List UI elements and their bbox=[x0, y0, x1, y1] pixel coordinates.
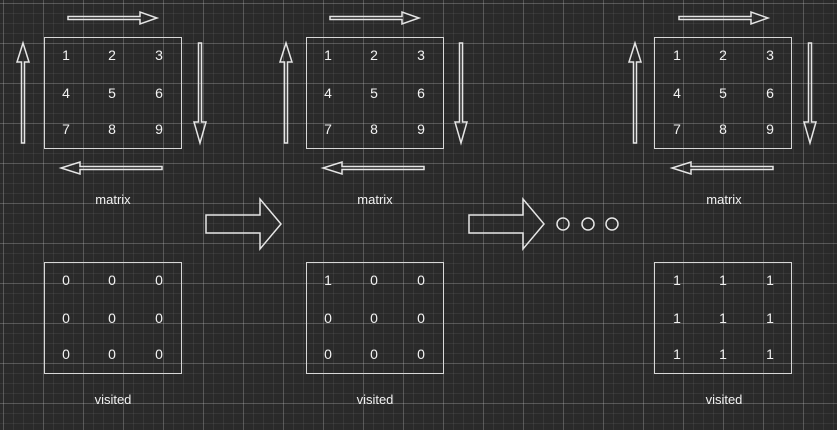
matrix-cell: 9 bbox=[766, 121, 774, 137]
visited-cell: 1 bbox=[324, 272, 332, 288]
arrow-down-icon bbox=[803, 42, 817, 146]
visited-cell: 0 bbox=[62, 272, 70, 288]
visited-cell: 0 bbox=[370, 272, 378, 288]
matrix-caption: matrix bbox=[706, 192, 742, 207]
matrix-cell: 7 bbox=[62, 121, 70, 137]
visited-cell: 0 bbox=[108, 272, 116, 288]
visited-cell: 0 bbox=[155, 310, 163, 326]
visited-cell: 0 bbox=[417, 272, 425, 288]
matrix-cell: 8 bbox=[370, 121, 378, 137]
matrix-caption: matrix bbox=[357, 192, 393, 207]
step-arrow-icon bbox=[205, 196, 282, 252]
visited-cell: 1 bbox=[719, 346, 727, 362]
arrow-up-icon bbox=[627, 40, 643, 144]
visited-caption: visited bbox=[94, 392, 132, 407]
matrix-cell: 1 bbox=[324, 47, 332, 63]
ellipsis-circle-icon bbox=[581, 217, 595, 231]
ellipsis-circle-icon bbox=[605, 217, 619, 231]
matrix-cell: 6 bbox=[766, 85, 774, 101]
matrix-cell: 9 bbox=[155, 121, 163, 137]
matrix-cell: 5 bbox=[719, 85, 727, 101]
visited-cell: 0 bbox=[324, 346, 332, 362]
visited-caption: visited bbox=[705, 392, 743, 407]
visited-cell: 0 bbox=[155, 346, 163, 362]
visited-cell: 0 bbox=[155, 272, 163, 288]
visited-cell: 1 bbox=[719, 272, 727, 288]
matrix-cell: 5 bbox=[370, 85, 378, 101]
matrix-cell: 8 bbox=[719, 121, 727, 137]
matrix-cell: 6 bbox=[417, 85, 425, 101]
visited-grid bbox=[44, 262, 182, 374]
visited-cell: 0 bbox=[417, 310, 425, 326]
visited-cell: 0 bbox=[370, 346, 378, 362]
matrix-cell: 5 bbox=[108, 85, 116, 101]
matrix-cell: 2 bbox=[719, 47, 727, 63]
arrow-left-icon bbox=[58, 160, 163, 176]
visited-caption: visited bbox=[356, 392, 394, 407]
matrix-cell: 6 bbox=[155, 85, 163, 101]
matrix-cell: 7 bbox=[673, 121, 681, 137]
matrix-caption: matrix bbox=[95, 192, 131, 207]
visited-cell: 0 bbox=[324, 310, 332, 326]
arrow-down-icon bbox=[454, 42, 468, 146]
visited-cell: 1 bbox=[673, 272, 681, 288]
matrix-cell: 8 bbox=[108, 121, 116, 137]
visited-cell: 1 bbox=[673, 310, 681, 326]
matrix-cell: 3 bbox=[766, 47, 774, 63]
arrow-right-icon bbox=[329, 10, 422, 26]
visited-cell: 0 bbox=[370, 310, 378, 326]
visited-cell: 1 bbox=[673, 346, 681, 362]
matrix-cell: 4 bbox=[324, 85, 332, 101]
ellipsis-circle-icon bbox=[556, 217, 570, 231]
matrix-cell: 4 bbox=[673, 85, 681, 101]
visited-cell: 1 bbox=[719, 310, 727, 326]
visited-cell: 0 bbox=[62, 346, 70, 362]
matrix-grid bbox=[44, 37, 182, 149]
visited-grid bbox=[654, 262, 792, 374]
visited-cell: 0 bbox=[62, 310, 70, 326]
arrow-down-icon bbox=[193, 42, 207, 146]
matrix-cell: 1 bbox=[62, 47, 70, 63]
matrix-cell: 4 bbox=[62, 85, 70, 101]
arrow-up-icon bbox=[278, 40, 294, 144]
arrow-up-icon bbox=[15, 40, 31, 144]
visited-cell: 0 bbox=[108, 346, 116, 362]
matrix-cell: 2 bbox=[108, 47, 116, 63]
matrix-grid bbox=[306, 37, 444, 149]
matrix-cell: 9 bbox=[417, 121, 425, 137]
visited-cell: 1 bbox=[766, 272, 774, 288]
matrix-cell: 1 bbox=[673, 47, 681, 63]
matrix-cell: 3 bbox=[417, 47, 425, 63]
matrix-cell: 3 bbox=[155, 47, 163, 63]
visited-cell: 1 bbox=[766, 310, 774, 326]
arrow-left-icon bbox=[669, 160, 774, 176]
matrix-cell: 2 bbox=[370, 47, 378, 63]
arrow-left-icon bbox=[320, 160, 425, 176]
visited-cell: 0 bbox=[108, 310, 116, 326]
visited-cell: 1 bbox=[766, 346, 774, 362]
matrix-grid bbox=[654, 37, 792, 149]
visited-grid bbox=[306, 262, 444, 374]
arrow-right-icon bbox=[67, 10, 160, 26]
matrix-cell: 7 bbox=[324, 121, 332, 137]
arrow-right-icon bbox=[678, 10, 771, 26]
visited-cell: 0 bbox=[417, 346, 425, 362]
step-arrow-icon bbox=[468, 196, 545, 252]
